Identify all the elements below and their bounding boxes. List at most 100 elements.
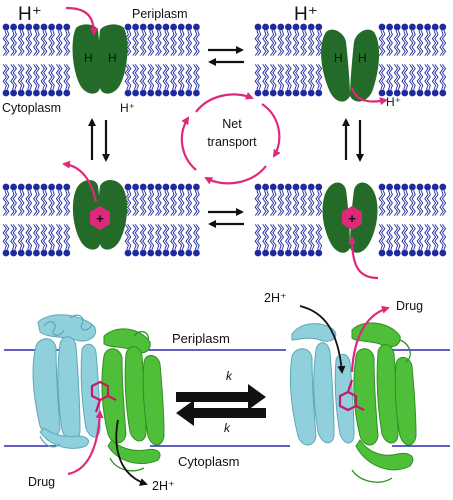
lipid-head xyxy=(378,89,386,97)
lipid-tail xyxy=(257,30,262,56)
lipid-head xyxy=(33,89,40,97)
lipid-tail xyxy=(441,30,447,56)
lipid-tail xyxy=(149,190,155,216)
proton-label: H⁺ xyxy=(18,4,42,25)
lipid-tail xyxy=(431,64,437,90)
lipid-tail xyxy=(431,190,437,216)
lipid-tail xyxy=(185,64,190,90)
equilibrium-arrows-left xyxy=(88,118,110,162)
lipid-tail xyxy=(315,224,320,250)
cytoplasm-label: Cytoplasm xyxy=(2,101,61,115)
lipid-tail xyxy=(139,64,145,90)
lipid-tail xyxy=(25,190,30,216)
equilibrium-arrows-bottom xyxy=(208,208,244,228)
lipid-tail xyxy=(170,190,175,216)
lipid-tail xyxy=(388,64,393,90)
lipid-head xyxy=(48,183,55,191)
lipid-tail xyxy=(155,64,160,90)
lipid-tail xyxy=(63,190,68,216)
lipid-head xyxy=(424,89,431,97)
lipid-tail xyxy=(295,64,300,90)
lipid-tail xyxy=(132,190,137,216)
lipid-tail xyxy=(315,190,320,216)
lipid-tail xyxy=(27,30,33,56)
lipid-tail xyxy=(40,224,45,250)
lipid-tail xyxy=(381,30,386,56)
lipid-head xyxy=(2,89,10,97)
lipid-head xyxy=(33,183,40,191)
lipid-tail xyxy=(165,224,170,250)
lipid-head xyxy=(185,89,193,97)
lipid-tail xyxy=(386,30,391,56)
lipid-tail xyxy=(147,190,152,216)
lipid-tail xyxy=(63,224,68,250)
lipid-tail xyxy=(185,30,190,56)
lipid-tail xyxy=(441,224,447,250)
lipid-tail xyxy=(157,64,162,90)
lipid-tail xyxy=(262,30,267,56)
lipid-tail xyxy=(426,64,431,90)
lipid-tail xyxy=(187,64,193,90)
lipid-head xyxy=(132,89,140,97)
lipid-tail xyxy=(170,30,175,56)
lipid-tail xyxy=(416,190,421,216)
lipid-tail xyxy=(393,190,399,216)
lipid-tail xyxy=(315,64,320,90)
lipid-tail xyxy=(295,30,300,56)
lipid-head xyxy=(416,249,424,257)
lipid-head xyxy=(55,249,63,257)
lipid-tail xyxy=(20,190,25,216)
lipid-head xyxy=(185,249,193,257)
lipid-tail xyxy=(10,30,15,56)
lipid-tail xyxy=(17,190,23,216)
lipid-tail xyxy=(315,30,320,56)
lipid-tail xyxy=(185,190,190,216)
lipid-head xyxy=(10,249,17,257)
lipid-head xyxy=(386,23,393,31)
lipid-tail xyxy=(295,190,300,216)
lipid-tail xyxy=(27,224,33,250)
lipid-head xyxy=(307,183,315,191)
proton-entry-arrow xyxy=(65,6,98,36)
lipid-tail xyxy=(55,64,61,90)
lipid-tail xyxy=(170,64,175,90)
drug-hexagon: + xyxy=(90,206,110,230)
lipid-tail xyxy=(264,224,269,250)
lipid-head xyxy=(307,249,315,257)
lipid-head xyxy=(439,23,447,31)
lipid-tail xyxy=(388,30,393,56)
lipid-tail xyxy=(33,64,38,90)
lipid-tail xyxy=(269,190,275,216)
lipid-tail xyxy=(25,30,30,56)
lipid-tail xyxy=(419,64,424,90)
lipid-tail xyxy=(177,30,183,56)
lipid-tail xyxy=(35,64,40,90)
transporter-outward-open-protonating xyxy=(72,24,128,94)
lipid-tail xyxy=(272,224,277,250)
lipid-tail xyxy=(386,190,391,216)
net-transport-label: transport xyxy=(207,135,257,149)
lipid-tail xyxy=(300,30,305,56)
lipid-tail xyxy=(12,30,17,56)
lipid-head xyxy=(431,23,439,31)
lipid-tail xyxy=(310,224,315,250)
lipid-head xyxy=(439,249,447,257)
lipid-tail xyxy=(124,30,129,56)
lipid-tail xyxy=(195,30,200,56)
lipid-tail xyxy=(162,30,167,56)
lipid-head xyxy=(386,89,393,97)
proton-exit-arrow xyxy=(115,419,148,486)
lipid-tail xyxy=(10,190,15,216)
lipid-head xyxy=(132,183,140,191)
lipid-tail xyxy=(434,30,439,56)
lipid-tail xyxy=(50,190,55,216)
lipid-tail xyxy=(262,190,267,216)
lipid-head xyxy=(25,249,33,257)
lipid-head xyxy=(63,183,71,191)
lipid-tail xyxy=(139,224,145,250)
lipid-head xyxy=(193,89,200,97)
lipid-tail xyxy=(254,190,259,216)
lipid-head xyxy=(185,183,193,191)
lipid-tail xyxy=(287,30,292,56)
lipid-tail xyxy=(409,30,414,56)
